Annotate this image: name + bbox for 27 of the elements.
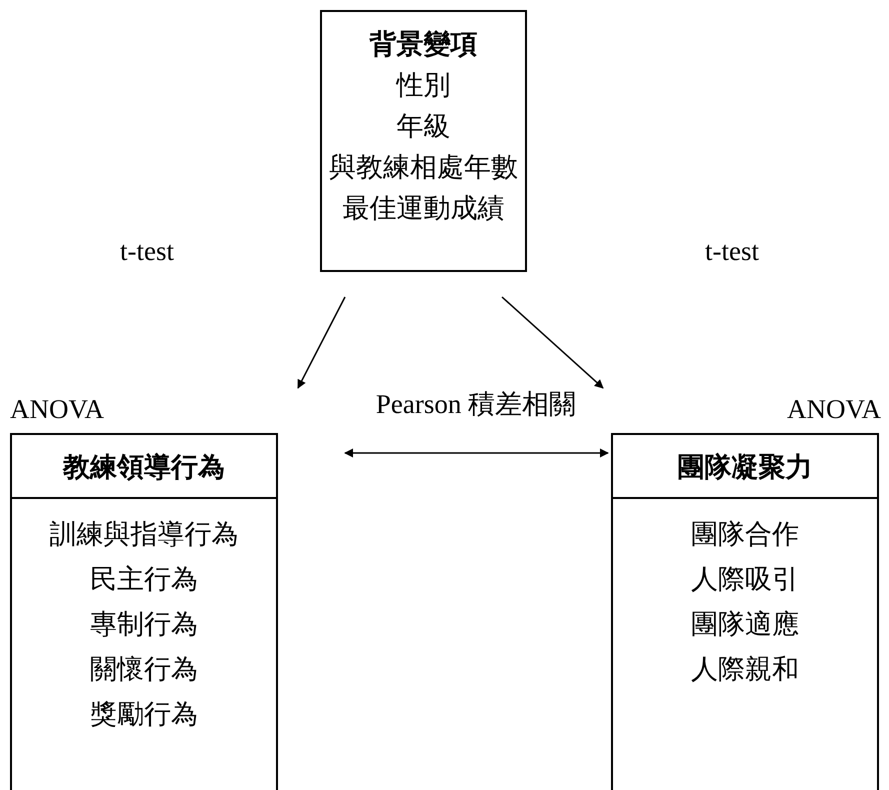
variable-text: 關懷行為 <box>89 653 199 686</box>
edge-label: Pearson 積差相關 <box>376 388 576 420</box>
method-label: t-test <box>120 235 174 267</box>
variable-box <box>320 10 527 272</box>
variable-text: 人際吸引 <box>690 563 800 596</box>
arrow <box>502 296 604 389</box>
arrow <box>344 448 609 458</box>
variable-text: 團隊合作 <box>690 518 800 551</box>
variable-text: 訓練與指導行為 <box>48 518 240 551</box>
box-heading: 教練領導行為 <box>62 451 226 484</box>
variable-text: 與教練相處年數 <box>328 151 519 184</box>
box-heading: 背景變項 <box>368 28 478 61</box>
method-label: ANOVA <box>786 393 881 425</box>
variable-text: 性別 <box>394 69 452 102</box>
variable-text: 年級 <box>396 110 452 143</box>
variable-text: 民主行為 <box>89 563 199 596</box>
variable-text: 最佳運動成績 <box>342 192 506 225</box>
method-label: t-test <box>705 235 759 267</box>
variable-text: 團隊適應 <box>690 608 800 641</box>
box-heading: 團隊凝聚力 <box>676 451 814 484</box>
arrow <box>297 296 346 389</box>
method-label: ANOVA <box>10 393 104 425</box>
variable-box <box>10 433 278 790</box>
variable-text: 專制行為 <box>89 608 199 641</box>
variable-box <box>611 433 879 790</box>
variable-text: 獎勵行為 <box>89 698 199 731</box>
variable-text: 人際親和 <box>690 653 800 686</box>
